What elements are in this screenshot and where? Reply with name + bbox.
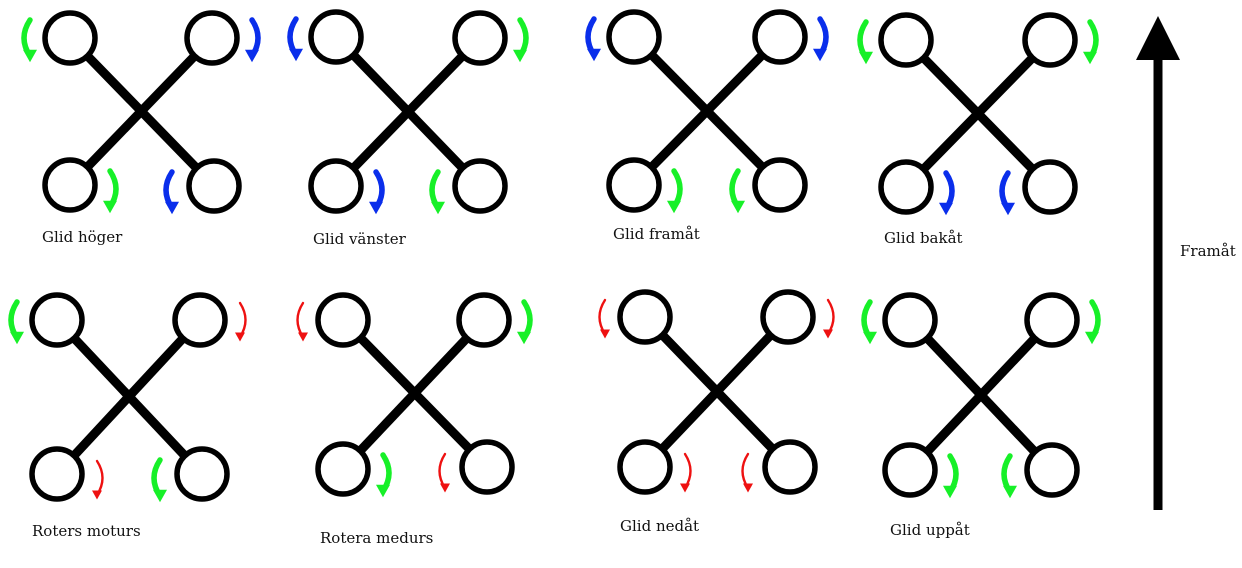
quadcopter-diagram-8 bbox=[861, 292, 1101, 499]
quadcopter-diagram-3 bbox=[585, 9, 829, 214]
rotor-bottom-right bbox=[452, 158, 508, 214]
rotor-bottom-left bbox=[882, 442, 938, 498]
rotor-bottom-right bbox=[186, 158, 242, 214]
rotor-bottom-left bbox=[606, 157, 662, 213]
forward-direction-arrow bbox=[1136, 16, 1180, 510]
quadcopter-diagram-1 bbox=[21, 10, 261, 215]
rotation-arrow-icon-bottom-right bbox=[1001, 453, 1017, 499]
diagram-label-glide-back: Glid bakåt bbox=[884, 229, 963, 247]
rotation-arrow-icon-top-left bbox=[598, 298, 610, 339]
frame-arm bbox=[66, 34, 216, 189]
rotation-arrow-icon-top-left bbox=[21, 17, 37, 63]
diagram-label-glide-left: Glid vänster bbox=[313, 230, 406, 248]
rotation-arrow-icon-bottom-left bbox=[103, 168, 119, 214]
quadcopter-diagram-7 bbox=[598, 289, 835, 495]
rotor-bottom-right bbox=[752, 157, 808, 213]
rotor-top-right bbox=[752, 9, 808, 65]
rotation-arrow-icon-bottom-left bbox=[376, 452, 392, 498]
rotor-bottom-left bbox=[878, 159, 934, 215]
rotation-arrow-icon-top-right bbox=[517, 299, 533, 345]
rotor-top-right bbox=[456, 292, 512, 348]
diagram-label-rotate-ccw: Roters moturs bbox=[32, 522, 141, 540]
diagram-label-rotate-cw: Rotera medurs bbox=[320, 529, 434, 547]
rotation-arrow-icon-bottom-right bbox=[438, 452, 450, 493]
frame-arm bbox=[339, 316, 488, 473]
rotor-top-left bbox=[29, 292, 85, 348]
rotation-arrow-icon-bottom-left bbox=[92, 459, 104, 500]
rotor-top-right bbox=[452, 10, 508, 66]
rotor-bottom-right bbox=[459, 439, 515, 495]
rotation-arrow-icon-top-right bbox=[823, 298, 835, 339]
rotor-top-right bbox=[1024, 292, 1080, 348]
diagram-label-descend: Glid nedåt bbox=[620, 517, 700, 535]
rotor-top-left bbox=[606, 9, 662, 65]
frame-arm bbox=[53, 316, 204, 478]
rotor-top-left bbox=[617, 289, 673, 345]
frame-arm bbox=[902, 36, 1054, 191]
frame-arm bbox=[630, 33, 784, 189]
rotation-arrow-icon-top-right bbox=[245, 17, 261, 63]
rotation-arrow-icon-bottom-right bbox=[163, 169, 179, 215]
rotation-arrow-icon-top-left bbox=[296, 301, 308, 342]
quadcopter-diagram-5 bbox=[8, 292, 247, 503]
rotation-arrow-icon-bottom-right bbox=[729, 168, 745, 214]
rotation-arrow-icon-bottom-right bbox=[429, 169, 445, 215]
rotor-bottom-left bbox=[29, 446, 85, 502]
rotation-arrow-icon-bottom-left bbox=[943, 453, 959, 499]
diagram-label-glide-right: Glid höger bbox=[42, 228, 123, 246]
rotor-top-left bbox=[308, 9, 364, 65]
rotor-top-right bbox=[184, 10, 240, 66]
rotation-arrow-icon-top-right bbox=[813, 16, 829, 62]
rotation-arrow-icon-top-left bbox=[287, 16, 303, 62]
rotor-top-right bbox=[760, 289, 816, 345]
rotor-top-left bbox=[315, 292, 371, 348]
rotation-arrow-icon-top-right bbox=[513, 17, 529, 63]
quadcopter-diagram-4 bbox=[857, 12, 1099, 216]
rotor-bottom-right bbox=[1024, 442, 1080, 498]
rotation-arrow-icon-top-left bbox=[861, 299, 877, 345]
rotation-arrow-icon-bottom-left bbox=[369, 169, 385, 215]
rotation-arrow-icon-top-right bbox=[1085, 299, 1101, 345]
rotation-arrow-icon-bottom-right bbox=[741, 452, 753, 493]
rotation-arrow-icon-bottom-left bbox=[939, 170, 955, 216]
diagram-label-glide-forward: Glid framåt bbox=[613, 225, 700, 243]
rotor-top-left bbox=[878, 12, 934, 68]
rotation-arrow-icon-top-left bbox=[585, 16, 601, 62]
forward-direction-label: Framåt bbox=[1180, 242, 1236, 260]
rotation-arrow-icon-bottom-left bbox=[680, 452, 692, 493]
rotor-top-right bbox=[172, 292, 228, 348]
quadcopter-diagram-6 bbox=[296, 292, 533, 498]
rotation-arrow-icon-bottom-right bbox=[999, 170, 1015, 216]
diagram-label-ascend: Glid uppåt bbox=[890, 521, 970, 539]
rotor-top-left bbox=[42, 10, 98, 66]
rotation-arrow-icon-bottom-right bbox=[151, 457, 167, 503]
quadcopter-diagram-2 bbox=[287, 9, 529, 215]
rotor-bottom-right bbox=[174, 446, 230, 502]
rotor-bottom-right bbox=[1022, 159, 1078, 215]
frame-arm bbox=[332, 34, 484, 190]
rotation-arrow-icon-top-left bbox=[857, 19, 873, 65]
rotor-bottom-right bbox=[762, 439, 818, 495]
rotation-arrow-icon-top-right bbox=[1083, 19, 1099, 65]
rotor-bottom-left bbox=[617, 439, 673, 495]
rotation-arrow-icon-bottom-left bbox=[667, 168, 683, 214]
rotor-top-left bbox=[882, 292, 938, 348]
rotor-bottom-left bbox=[308, 158, 364, 214]
frame-arm bbox=[641, 313, 792, 471]
frame-arm bbox=[906, 316, 1056, 474]
rotor-bottom-left bbox=[315, 441, 371, 497]
rotor-top-right bbox=[1022, 12, 1078, 68]
rotation-arrow-icon-top-left bbox=[8, 299, 24, 345]
rotor-bottom-left bbox=[42, 157, 98, 213]
rotation-arrow-icon-top-right bbox=[235, 301, 247, 342]
